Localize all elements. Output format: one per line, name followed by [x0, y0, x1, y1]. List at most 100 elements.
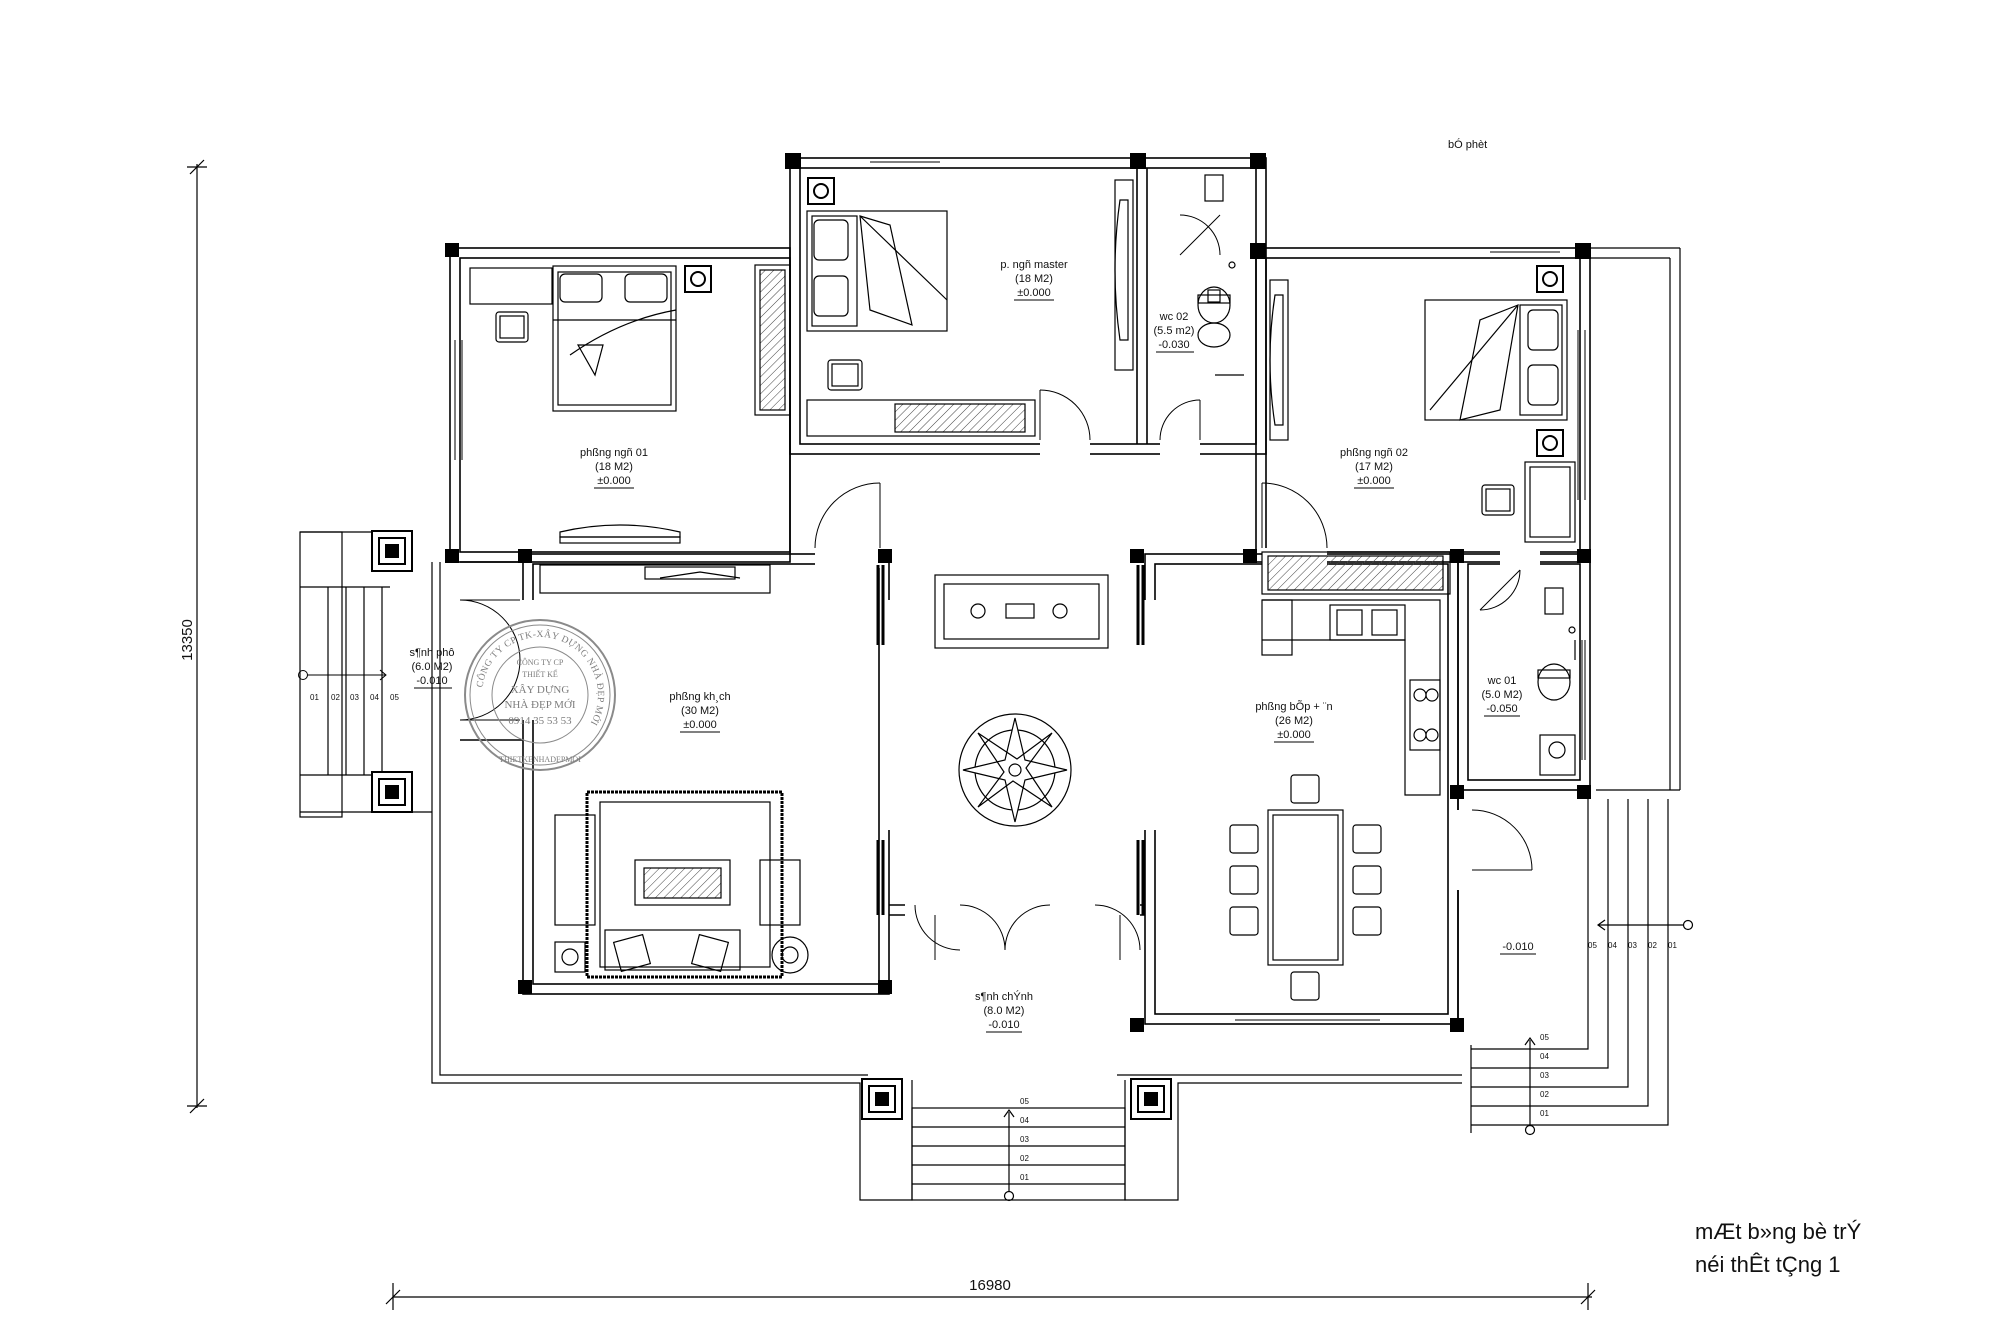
drawing-title: mÆt b»ng bè trÝ néi thÊt tÇng 1 — [1695, 1219, 1862, 1277]
sofa-set-living — [554, 790, 809, 979]
svg-text:(5.5 m2): (5.5 m2) — [1154, 325, 1195, 337]
bed-master — [806, 210, 948, 332]
wc02-fixtures — [1197, 174, 1244, 376]
svg-text:03: 03 — [1540, 1071, 1549, 1080]
svg-text:-0.010: -0.010 — [1502, 941, 1533, 953]
svg-text:THIETKENHADEPMOI: THIETKENHADEPMOI — [499, 755, 581, 764]
svg-text:p. ngñ master: p. ngñ master — [1000, 259, 1068, 271]
room-label-back-porch: -0.010 — [1500, 941, 1536, 955]
dining-set — [1229, 774, 1382, 1001]
svg-text:02: 02 — [331, 693, 340, 702]
columns — [445, 153, 1591, 1032]
svg-text:01: 01 — [310, 693, 319, 702]
svg-text:phßng kh¸ch: phßng kh¸ch — [669, 691, 730, 703]
svg-text:04: 04 — [370, 693, 379, 702]
svg-text:(17 M2): (17 M2) — [1355, 461, 1393, 473]
front-stair-numbers: 05 04 03 02 01 — [1020, 1097, 1029, 1182]
svg-text:±0.000: ±0.000 — [1017, 287, 1051, 299]
height-dimension — [187, 159, 207, 1114]
terrace-outline — [431, 247, 1681, 1201]
armchair-bedroom-02 — [1481, 484, 1515, 516]
tv-bedroom-01 — [559, 524, 681, 544]
compass-rose — [958, 713, 1072, 827]
svg-text:(26 M2): (26 M2) — [1275, 715, 1313, 727]
svg-text:05: 05 — [1588, 941, 1597, 950]
svg-text:phßng ngñ 02: phßng ngñ 02 — [1340, 447, 1408, 459]
svg-text:(30 M2): (30 M2) — [681, 705, 719, 717]
svg-text:02: 02 — [1648, 941, 1657, 950]
windows — [454, 161, 1586, 1021]
room-label-kitchen: phßng bÕp + ¨n (26 M2) ±0.000 — [1255, 700, 1333, 743]
room-label-bedroom-01: phßng ngñ 01 (18 M2) ±0.000 — [580, 447, 648, 489]
company-stamp: CÔNG TY CP TK-XÂY DỰNG NHÀ ĐẸP MỚI THIET… — [464, 619, 616, 771]
desk-bedroom-02 — [1524, 461, 1576, 543]
bed-bedroom-01 — [469, 265, 677, 412]
svg-text:-0.010: -0.010 — [416, 675, 447, 687]
room-label-living: phßng kh¸ch (30 M2) ±0.000 — [669, 691, 731, 733]
bed-bedroom-02 — [1424, 299, 1568, 421]
armchair-bedroom-01 — [495, 311, 529, 343]
armchair-master — [827, 359, 863, 391]
svg-text:01: 01 — [1020, 1173, 1029, 1182]
svg-text:THIẾT KẾ: THIẾT KẾ — [522, 669, 558, 679]
svg-text:03: 03 — [1020, 1135, 1029, 1144]
svg-text:(6.0 M2): (6.0 M2) — [412, 661, 453, 673]
svg-text:03: 03 — [350, 693, 359, 702]
svg-text:02: 02 — [1540, 1090, 1549, 1099]
svg-text:02: 02 — [1020, 1154, 1029, 1163]
svg-text:(8.0 M2): (8.0 M2) — [984, 1005, 1025, 1017]
svg-text:phßng bÕp + ¨n: phßng bÕp + ¨n — [1255, 700, 1332, 713]
pilasters — [876, 565, 1145, 915]
front-stair — [911, 1107, 1126, 1202]
aircon-bedroom-01 — [684, 265, 712, 293]
side-stair-numbers: 01 02 03 04 05 — [310, 693, 399, 702]
right-bottom-stair — [1471, 799, 1694, 1136]
svg-text:-0.050: -0.050 — [1486, 703, 1517, 715]
svg-text:04: 04 — [1608, 941, 1617, 950]
svg-text:wc 02: wc 02 — [1159, 311, 1189, 323]
room-label-main-hall: s¶nh chÝnh (8.0 M2) -0.010 — [975, 990, 1033, 1033]
svg-text:01: 01 — [1540, 1109, 1549, 1118]
svg-text:(5.0 M2): (5.0 M2) — [1482, 689, 1523, 701]
svg-text:(18 M2): (18 M2) — [1015, 273, 1053, 285]
svg-text:±0.000: ±0.000 — [1277, 729, 1311, 741]
room-label-wc01: wc 01 (5.0 M2) -0.050 — [1482, 675, 1523, 717]
right-bottom-stair-numbers: 05 04 03 02 01 05 04 03 02 01 — [1540, 941, 1677, 1118]
door-openings — [518, 440, 1540, 920]
side-stair-arrow — [298, 669, 387, 681]
svg-text:±0.000: ±0.000 — [683, 719, 717, 731]
svg-text:XÂY DỰNG: XÂY DỰNG — [511, 684, 570, 696]
svg-text:0914 35 53 53: 0914 35 53 53 — [508, 715, 572, 727]
room-label-wc02: wc 02 (5.5 m2) -0.030 — [1154, 311, 1195, 353]
svg-text:mÆt b»ng bè trÝ: mÆt b»ng bè trÝ — [1695, 1219, 1862, 1244]
svg-text:néi thÊt tÇng 1: néi thÊt tÇng 1 — [1695, 1252, 1841, 1277]
wardrobe-bedroom-01 — [754, 264, 791, 416]
svg-text:05: 05 — [1020, 1097, 1029, 1106]
width-dimension-label: 16980 — [969, 1277, 1011, 1294]
pier-blocks — [371, 530, 1172, 1120]
room-label-master: p. ngñ master (18 M2) ±0.000 — [1000, 259, 1068, 301]
svg-text:04: 04 — [1020, 1116, 1029, 1125]
svg-text:phßng ngñ 01: phßng ngñ 01 — [580, 447, 648, 459]
svg-text:±0.000: ±0.000 — [597, 475, 631, 487]
svg-text:05: 05 — [1540, 1033, 1549, 1042]
svg-text:05: 05 — [390, 693, 399, 702]
septic-tank-note: bÓ phèt — [1448, 138, 1487, 151]
svg-text:s¶nh phô: s¶nh phô — [409, 647, 454, 659]
svg-text:s¶nh chÝnh: s¶nh chÝnh — [975, 990, 1033, 1003]
console-living — [934, 574, 1109, 649]
svg-text:-0.030: -0.030 — [1158, 339, 1189, 351]
aircon-bedroom-02 — [1536, 265, 1564, 457]
aircon-master — [807, 177, 835, 205]
tv-bedroom-02 — [1269, 279, 1289, 441]
width-dimension — [385, 1283, 1596, 1310]
svg-text:±0.000: ±0.000 — [1357, 475, 1391, 487]
room-label-bedroom-02: phßng ngñ 02 (17 M2) ±0.000 — [1340, 447, 1408, 489]
svg-text:wc 01: wc 01 — [1487, 675, 1517, 687]
svg-text:(18 M2): (18 M2) — [595, 461, 633, 473]
tv-cabinet-living — [539, 564, 771, 594]
kitchen-cabinets — [1261, 551, 1451, 796]
svg-text:-0.010: -0.010 — [988, 1019, 1019, 1031]
svg-text:NHÀ ĐẸP MỚI: NHÀ ĐẸP MỚI — [504, 699, 575, 711]
